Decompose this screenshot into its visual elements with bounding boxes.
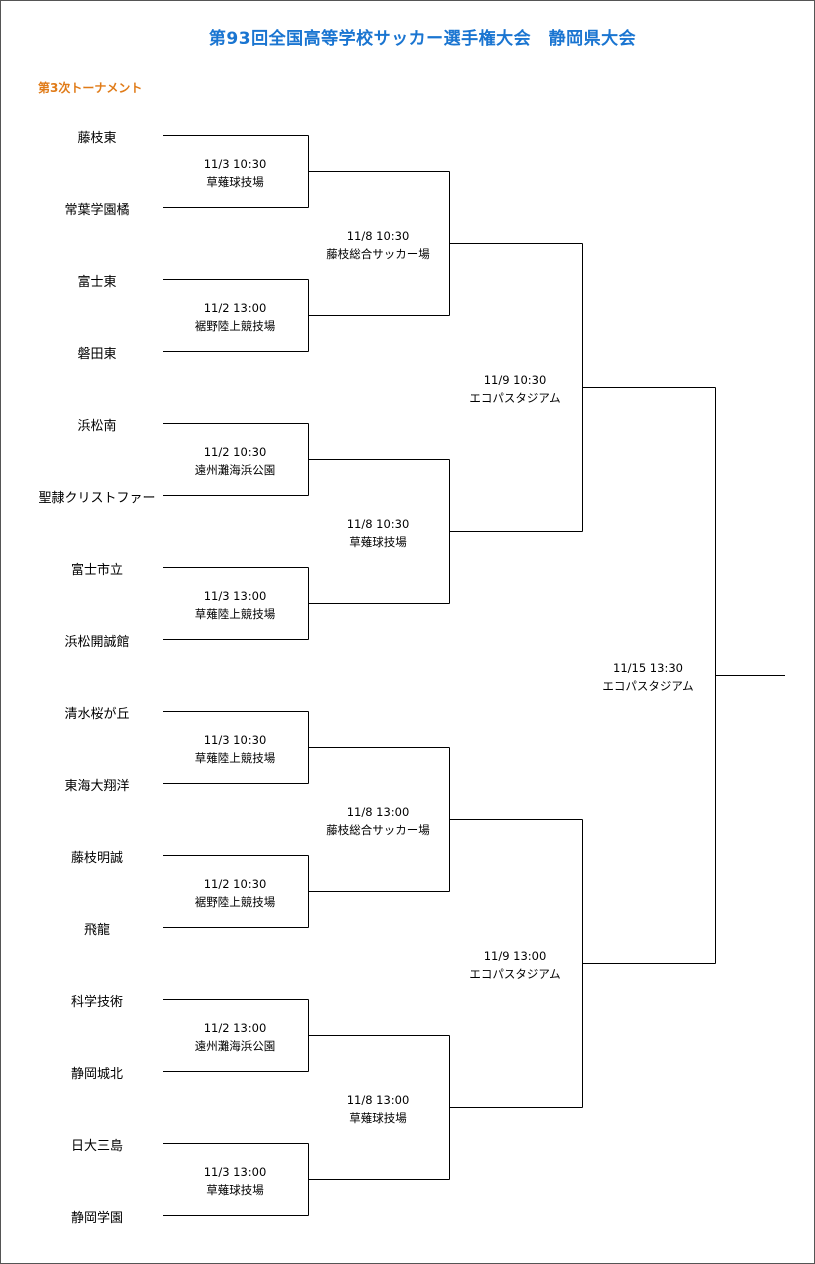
match-venue: 草薙陸上競技場 <box>194 751 276 765</box>
match-time: 11/3 13:00 <box>203 1165 267 1179</box>
match-info-round2: 11/8 13:00 草薙球技場 <box>308 1091 448 1127</box>
team-name: 清水桜が丘 <box>64 707 130 722</box>
team-name: 浜松開誠館 <box>64 635 130 650</box>
match-info-round1: 11/2 13:00 裾野陸上競技場 <box>165 299 305 335</box>
match-info-round1: 11/2 10:30 遠州灘海浜公園 <box>165 443 305 479</box>
tournament-round-label: 第3次トーナメント <box>38 81 143 95</box>
match-time: 11/8 13:00 <box>346 1093 410 1107</box>
match-venue: 草薙球技場 <box>349 535 407 549</box>
team-name: 静岡城北 <box>70 1067 123 1082</box>
match-venue: 藤枝総合サッカー場 <box>326 823 430 837</box>
team-name: 飛龍 <box>83 923 110 938</box>
match-info-semifinal: 11/9 10:30 エコパスタジアム <box>445 371 585 407</box>
match-venue: エコパスタジアム <box>469 967 561 981</box>
team-name: 科学技術 <box>70 995 123 1010</box>
match-time: 11/2 10:30 <box>203 877 267 891</box>
match-venue: 草薙球技場 <box>206 175 264 189</box>
team-name: 富士市立 <box>70 563 123 578</box>
team-name: 東海大翔洋 <box>64 779 130 794</box>
match-info-round1: 11/3 13:00 草薙球技場 <box>165 1163 305 1199</box>
match-venue: エコパスタジアム <box>469 391 561 405</box>
match-venue: 草薙球技場 <box>206 1183 264 1197</box>
team-name: 藤枝明誠 <box>70 851 123 866</box>
match-venue: 裾野陸上競技場 <box>194 895 276 909</box>
match-venue: 裾野陸上競技場 <box>194 319 276 333</box>
match-time: 11/3 13:00 <box>203 589 267 603</box>
match-time: 11/8 13:00 <box>346 805 410 819</box>
match-info-round1: 11/3 10:30 草薙球技場 <box>165 155 305 191</box>
match-time: 11/8 10:30 <box>346 229 410 243</box>
team-name: 富士東 <box>77 275 117 290</box>
match-venue: 草薙球技場 <box>349 1111 407 1125</box>
team-name: 聖隷クリストファー <box>38 491 156 506</box>
match-venue: 遠州灘海浜公園 <box>194 463 276 477</box>
match-info-round1: 11/2 13:00 遠州灘海浜公園 <box>165 1019 305 1055</box>
match-venue: 遠州灘海浜公園 <box>194 1039 276 1053</box>
match-info-semifinal: 11/9 13:00 エコパスタジアム <box>445 947 585 983</box>
match-info-round1: 11/3 10:30 草薙陸上競技場 <box>165 731 305 767</box>
match-time: 11/2 10:30 <box>203 445 267 459</box>
match-info-round2: 11/8 10:30 草薙球技場 <box>308 515 448 551</box>
match-time: 11/2 13:00 <box>203 301 267 315</box>
team-name: 藤枝東 <box>77 131 117 146</box>
match-venue: 草薙陸上競技場 <box>194 607 276 621</box>
team-name: 日大三島 <box>70 1139 123 1154</box>
match-info-round1: 11/2 10:30 裾野陸上競技場 <box>165 875 305 911</box>
team-name: 常葉学園橘 <box>64 203 130 218</box>
match-time: 11/15 13:30 <box>613 661 683 675</box>
match-time: 11/9 13:00 <box>483 949 547 963</box>
team-name: 磐田東 <box>77 347 117 362</box>
team-name: 静岡学園 <box>70 1211 123 1226</box>
match-time: 11/2 13:00 <box>203 1021 267 1035</box>
match-info-round1: 11/3 13:00 草薙陸上競技場 <box>165 587 305 623</box>
match-time: 11/9 10:30 <box>483 373 547 387</box>
page-title: 第93回全国高等学校サッカー選手権大会 静岡県大会 <box>208 29 637 49</box>
match-info-round2: 11/8 13:00 藤枝総合サッカー場 <box>308 803 448 839</box>
match-time: 11/3 10:30 <box>203 157 267 171</box>
match-info-round2: 11/8 10:30 藤枝総合サッカー場 <box>308 227 448 263</box>
team-name: 浜松南 <box>77 419 117 434</box>
match-time: 11/3 10:30 <box>203 733 267 747</box>
match-venue: エコパスタジアム <box>602 679 694 693</box>
match-info-final: 11/15 13:30 エコパスタジアム <box>578 659 718 695</box>
match-venue: 藤枝総合サッカー場 <box>326 247 430 261</box>
match-time: 11/8 10:30 <box>346 517 410 531</box>
